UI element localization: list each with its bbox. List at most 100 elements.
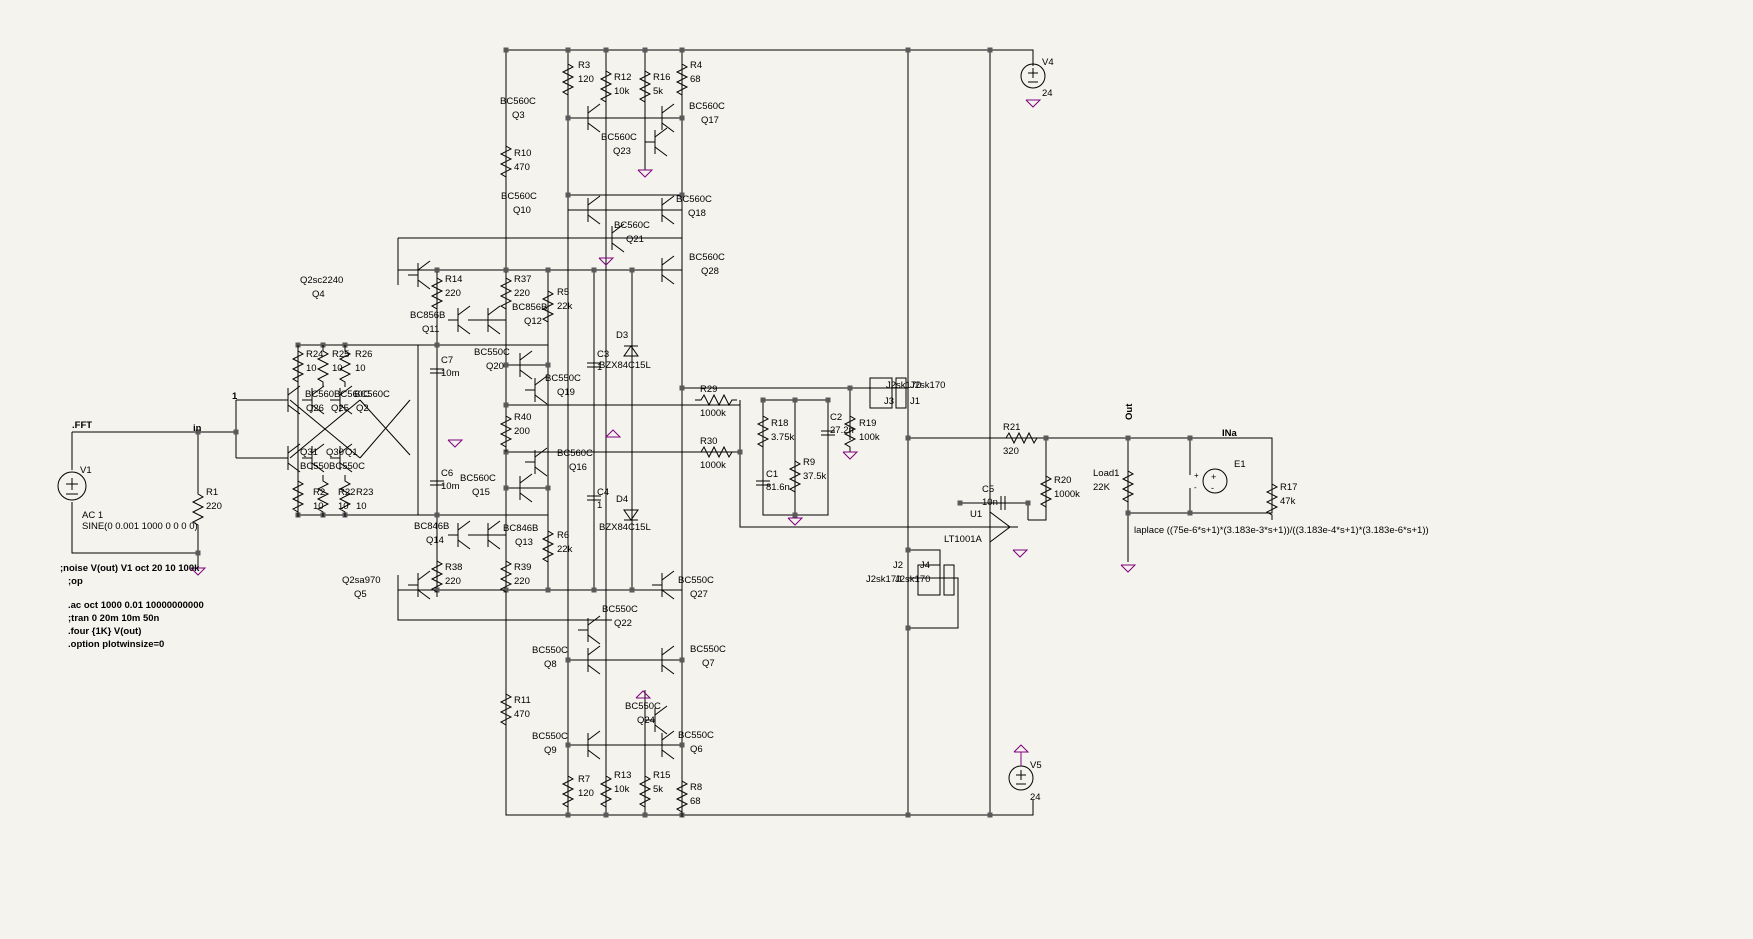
capacitor-value-c3: 1 <box>597 362 602 373</box>
transistor-name-q22: Q22 <box>614 618 632 629</box>
transistor-name-q4: Q4 <box>312 289 325 300</box>
input-pair-bottom-models: BC550BC550C <box>300 461 365 472</box>
resistor-value-r15: 5k <box>653 784 663 795</box>
junction-dot <box>905 435 911 441</box>
resistor-name-r30: R30 <box>700 436 717 447</box>
transistor-name-q6: Q6 <box>690 744 703 755</box>
junction-dot <box>642 47 648 53</box>
opamp-model: LT1001A <box>944 534 983 545</box>
resistor-value-r2: 10 <box>313 501 324 512</box>
transistor-model-q10: BC560C <box>501 191 537 202</box>
junction-dot <box>603 47 609 53</box>
junction-dot <box>591 267 597 273</box>
label-q30: Q30 <box>326 447 344 458</box>
jfet-symbols <box>869 377 955 596</box>
junction-dot <box>434 512 440 518</box>
diode-labels: D3 BZX84C15L D4 BZX84C15L <box>599 330 651 533</box>
resistor-value-r6: 22k <box>557 544 573 555</box>
resistor-name-r20: R20 <box>1054 475 1071 486</box>
resistor-value-r23: 10 <box>356 501 367 512</box>
resistor-value-r12: 10k <box>614 86 630 97</box>
transistor-model-q16: BC560C <box>557 448 593 459</box>
junction-dot <box>629 267 635 273</box>
transistor-model-q13: BC846B <box>503 523 538 534</box>
transistor-name-q10: Q10 <box>513 205 531 216</box>
jfet-j3: J3 <box>884 396 894 407</box>
transistor-model-q12: BC856B <box>512 302 547 313</box>
transistor-name-q28: Q28 <box>701 266 719 277</box>
junction-dot <box>1187 510 1193 516</box>
directive-ac: .ac oct 1000 0.01 10000000000 <box>68 600 204 611</box>
junction-dot <box>825 397 831 403</box>
resistor-value-r7: 120 <box>578 788 594 799</box>
transistor-model-q4: Q2sc2240 <box>300 275 343 286</box>
transistor-model-q14: BC846B <box>414 521 449 532</box>
opamp-symbol <box>989 511 1018 543</box>
resistor-name-load1: Load1 <box>1093 468 1119 479</box>
junction-dot <box>760 397 766 403</box>
transistor-model-q20: BC550C <box>474 347 510 358</box>
resistor-value-r10: 470 <box>514 162 530 173</box>
transistor-model-q23: BC560C <box>601 132 637 143</box>
junction-dot <box>792 512 798 518</box>
resistor-name-r9: R9 <box>803 457 815 468</box>
transistor-name-q24: Q24 <box>637 715 655 726</box>
transistor-model-q28: BC560C <box>689 252 725 263</box>
net-label-fft: .FFT <box>72 420 92 431</box>
input-pair-top-models: BC560BC560C <box>305 389 370 400</box>
junction-dot <box>679 385 685 391</box>
v1-ac: AC 1 <box>82 510 103 521</box>
label-q25: Q25 <box>331 403 349 414</box>
resistor-value-r5: 22k <box>557 301 573 312</box>
junction-dot <box>434 587 440 593</box>
resistor-value-r38: 220 <box>445 576 461 587</box>
directive-option: .option plotwinsize=0 <box>68 639 164 650</box>
v5-value: 24 <box>1030 792 1041 803</box>
transistor-model-q9: BC550C <box>532 731 568 742</box>
junction-dot <box>565 192 571 198</box>
junction-dot <box>503 267 509 273</box>
transistor-model-q22: BC550C <box>602 604 638 615</box>
resistor-name-r26: R26 <box>355 349 372 360</box>
junction-dot <box>545 267 551 273</box>
jfet-bottom-label2: J2sk170 <box>895 574 930 585</box>
junction-dot <box>503 402 509 408</box>
transistor-name-q18: Q18 <box>688 208 706 219</box>
resistor-name-r19: R19 <box>859 418 876 429</box>
junction-dot <box>629 587 635 593</box>
spice-directives: ;noise V(out) V1 oct 20 10 100k ;op .ac … <box>60 563 204 650</box>
junction-dot <box>565 742 571 748</box>
svg-text:-: - <box>1194 483 1197 492</box>
transistor-model-q5: Q2sa970 <box>342 575 381 586</box>
resistor-name-r21: R21 <box>1003 422 1020 433</box>
junction-dot <box>565 812 571 818</box>
resistor-name-r12: R12 <box>614 72 631 83</box>
opamp-name: U1 <box>970 509 982 520</box>
resistor-value-r22: 10 <box>338 501 349 512</box>
transistor-model-q6: BC550C <box>678 730 714 741</box>
resistor-value-r1: 220 <box>206 501 222 512</box>
resistor-name-r16: R16 <box>653 72 670 83</box>
jfet-j4: J4 <box>920 560 930 571</box>
junction-dot <box>737 449 743 455</box>
junction-dot <box>434 267 440 273</box>
resistor-value-r11: 470 <box>514 709 530 720</box>
net-label-ina: INa <box>1222 428 1238 439</box>
junction-dot <box>905 547 911 553</box>
transistor-name-q23: Q23 <box>613 146 631 157</box>
resistor-name-r7: R7 <box>578 774 590 785</box>
v4-name: V4 <box>1042 57 1054 68</box>
junction-dot <box>987 812 993 818</box>
resistor-name-r22: R22 <box>338 487 355 498</box>
d4-label: D4 <box>616 494 628 505</box>
capacitor-name-c3: C3 <box>597 349 609 360</box>
transistor-name-q8: Q8 <box>544 659 557 670</box>
voltage-sources: +- +- <box>57 63 1228 791</box>
resistor-name-r14: R14 <box>445 274 462 285</box>
capacitor-value-c6: 10m <box>441 481 460 492</box>
resistor-name-r25: R25 <box>332 349 349 360</box>
transistor-model-q17: BC560C <box>689 101 725 112</box>
net-label-out: Out <box>1124 403 1135 420</box>
